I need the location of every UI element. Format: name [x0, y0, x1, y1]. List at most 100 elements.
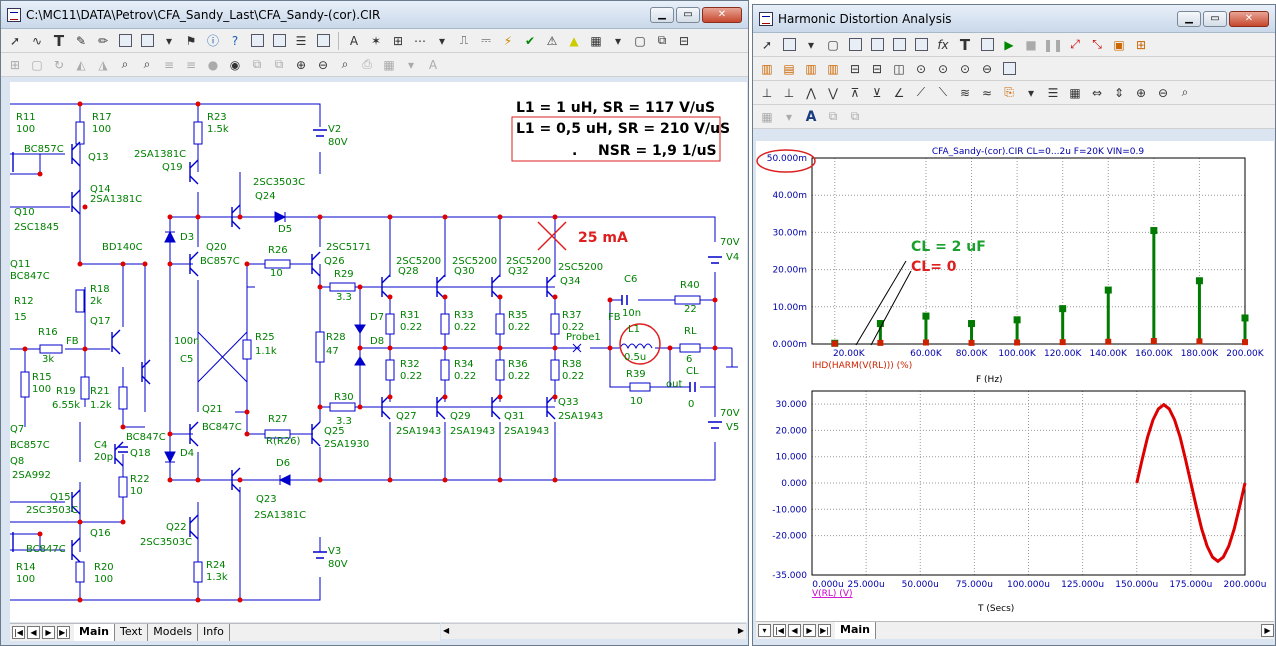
- stop-icon[interactable]: ●: [207, 57, 219, 72]
- find-next-icon[interactable]: ⌕: [143, 57, 151, 71]
- fit-y-icon[interactable]: ⇕: [1113, 85, 1125, 100]
- tab-main[interactable]: Main: [74, 624, 115, 641]
- maximize-button[interactable]: ▭: [1203, 11, 1227, 27]
- rect-icon[interactable]: ▢: [827, 37, 839, 52]
- scale-icon[interactable]: ⤢: [1070, 37, 1080, 51]
- peak-icon[interactable]: ⋀: [806, 85, 816, 100]
- frame-icon[interactable]: ▣: [1113, 37, 1125, 52]
- dropdown-arrow-icon[interactable]: ▾: [785, 109, 793, 124]
- check-icon[interactable]: ✔: [524, 33, 536, 48]
- node-voltages-icon[interactable]: ✶: [370, 33, 382, 48]
- mirror-icon[interactable]: ◭: [76, 57, 86, 72]
- grid-icon[interactable]: ⋯: [414, 33, 426, 48]
- close-button[interactable]: ✕: [1229, 11, 1269, 27]
- find-icon[interactable]: ⌕: [121, 57, 129, 71]
- ungroup-icon[interactable]: ⧉: [850, 109, 860, 123]
- dropdown-arrow-icon[interactable]: ▾: [807, 37, 815, 52]
- cursor-a-icon[interactable]: ⊥: [761, 85, 773, 100]
- grid-view-icon[interactable]: ▦: [590, 33, 602, 48]
- grid-a-icon[interactable]: ▥: [761, 61, 773, 76]
- first-tab-icon[interactable]: |◀: [12, 626, 25, 639]
- zoom-rect-icon[interactable]: [845, 35, 865, 55]
- global-high-icon[interactable]: ⟋: [916, 85, 926, 99]
- fx-icon[interactable]: fx: [937, 37, 949, 52]
- list-icon[interactable]: ☰: [295, 33, 307, 48]
- flip-icon[interactable]: ◮: [98, 57, 108, 72]
- run-icon[interactable]: ▶: [1004, 37, 1014, 52]
- inflect-icon[interactable]: ∠: [893, 85, 905, 100]
- last-tab-icon[interactable]: ▶|: [818, 624, 831, 637]
- select-all-icon[interactable]: ⊞: [9, 57, 21, 72]
- globe-icon[interactable]: [247, 31, 267, 51]
- wire-icon[interactable]: ∿: [31, 33, 43, 48]
- grid-d-icon[interactable]: ▥: [827, 61, 839, 76]
- window-icon[interactable]: [269, 31, 289, 51]
- dropdown-arrow-icon[interactable]: ▾: [407, 57, 415, 72]
- voltage-icon[interactable]: ⎍: [459, 33, 469, 47]
- fit-x-icon[interactable]: ⇔: [1091, 85, 1103, 100]
- high-icon[interactable]: ⊼: [850, 85, 860, 100]
- zoom-c-icon[interactable]: ⊙: [959, 61, 971, 76]
- next-tab-icon[interactable]: ▶: [803, 624, 816, 637]
- prev-tab-icon[interactable]: ◀: [788, 624, 801, 637]
- tab-info[interactable]: Info: [198, 624, 230, 641]
- schematic-titlebar[interactable]: C:\MC11\DATA\Petrov\CFA_Sandy_Last\CFA_S…: [1, 1, 748, 29]
- zoom-d-icon[interactable]: ⊖: [981, 61, 993, 76]
- dropdown-arrow-icon[interactable]: ▾: [758, 624, 771, 637]
- step-icon[interactable]: ◉: [229, 57, 241, 72]
- cursor-b-icon[interactable]: ⊥: [783, 85, 795, 100]
- ellipse-icon[interactable]: [911, 35, 931, 55]
- component-icon[interactable]: [137, 31, 157, 51]
- zoom-fit-icon[interactable]: ⌕: [1181, 85, 1189, 99]
- prev-tab-icon[interactable]: ◀: [27, 626, 40, 639]
- text-tool-icon[interactable]: T: [53, 31, 65, 50]
- zoom-in-icon[interactable]: ⊕: [295, 57, 307, 72]
- global-low-icon[interactable]: ⟍: [938, 85, 948, 99]
- next-tab-icon[interactable]: ▶: [42, 626, 55, 639]
- line-tool-icon[interactable]: ✎: [75, 33, 87, 48]
- low-icon[interactable]: ⊻: [872, 85, 882, 100]
- pin-connections-icon[interactable]: ⊞: [392, 33, 404, 48]
- zoom-in-icon[interactable]: ⊕: [1135, 85, 1147, 100]
- zoom-b-icon[interactable]: ⊙: [937, 61, 949, 76]
- zoom-fit-icon[interactable]: ⌕: [341, 57, 349, 71]
- grid-c-icon[interactable]: ▥: [805, 61, 817, 76]
- rotate-icon[interactable]: ↻: [53, 57, 65, 72]
- minimize-button[interactable]: ▁: [1177, 11, 1201, 27]
- properties-icon[interactable]: [977, 35, 997, 55]
- font-icon[interactable]: A: [805, 108, 817, 125]
- stop-icon[interactable]: ■: [1025, 37, 1037, 52]
- line-icon[interactable]: [867, 35, 887, 55]
- hline-icon[interactable]: ⊟: [849, 61, 861, 76]
- pause-icon[interactable]: ❚❚: [1042, 37, 1064, 52]
- group-icon[interactable]: ⧉: [828, 109, 838, 123]
- scroll-right-icon[interactable]: ▶: [1261, 624, 1274, 637]
- grid-view-icon[interactable]: ▦: [761, 109, 773, 124]
- tab-models[interactable]: Models: [148, 624, 198, 641]
- hline2-icon[interactable]: ⊟: [871, 61, 883, 76]
- grid-toggle-icon[interactable]: ▦: [383, 57, 395, 72]
- tab-main[interactable]: Main: [835, 622, 876, 639]
- dropdown-arrow-icon[interactable]: ▾: [1027, 85, 1035, 100]
- dropdown-arrow-icon[interactable]: ▾: [614, 33, 622, 48]
- edit-icon[interactable]: [999, 59, 1019, 79]
- chart-canvas[interactable]: CFA_Sandy-(cor).CIR CL=0...2u F=20K VIN=…: [756, 141, 1274, 621]
- condition-icon[interactable]: ⚠: [546, 33, 558, 48]
- copy-icon[interactable]: ⧉: [657, 33, 667, 47]
- tool-icon[interactable]: [779, 35, 799, 55]
- align-right-icon[interactable]: ≡: [185, 57, 197, 72]
- calendar-icon[interactable]: ▦: [1069, 85, 1081, 100]
- warning-icon[interactable]: ▲: [569, 33, 579, 48]
- tab-text[interactable]: Text: [115, 624, 149, 641]
- clipboard-icon[interactable]: ⎘: [1004, 85, 1014, 99]
- zoom-out-icon[interactable]: ⊖: [1157, 85, 1169, 100]
- slope-icon[interactable]: ≋: [959, 85, 971, 100]
- last-tab-icon[interactable]: ▶|: [57, 626, 70, 639]
- align-icon[interactable]: ≡: [163, 57, 175, 72]
- dropdown-arrow-icon[interactable]: ▾: [438, 33, 446, 48]
- maximize-button[interactable]: ▭: [676, 7, 700, 23]
- vline-icon[interactable]: ◫: [893, 61, 905, 76]
- box-icon[interactable]: ▢: [31, 57, 43, 72]
- stamp-icon[interactable]: ⊟: [678, 33, 690, 48]
